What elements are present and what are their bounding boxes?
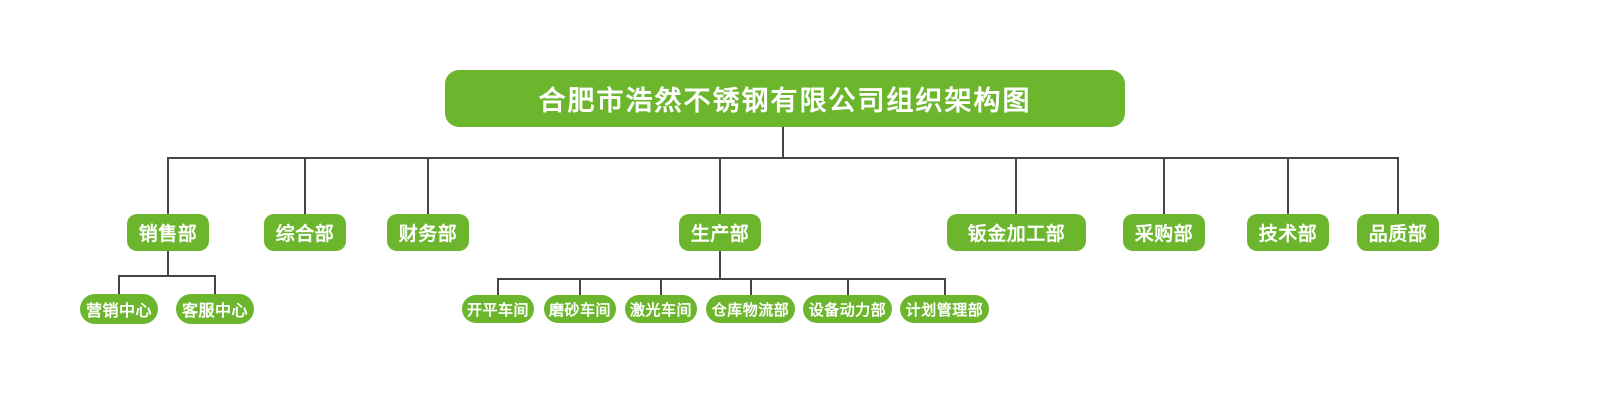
dept-label-purchasing: 采购部 <box>1134 224 1194 245</box>
dept-node-production[interactable]: 生产部 <box>679 214 761 251</box>
leaf-label-warehouse-logistics: 仓库物流部 <box>711 301 790 319</box>
connector-root-stub <box>782 127 784 158</box>
connector-main-bus <box>167 157 1399 159</box>
dept-label-production: 生产部 <box>690 224 750 245</box>
dept-node-sales[interactable]: 销售部 <box>127 214 209 251</box>
connector-drop-purchasing <box>1163 157 1165 215</box>
connector-drop-laser-workshop <box>660 278 662 296</box>
connector-drop-production <box>719 157 721 215</box>
leaf-node-laser-workshop[interactable]: 激光车间 <box>625 295 697 323</box>
connector-drop-sales <box>167 157 169 215</box>
org-root-label: 合肥市浩然不锈钢有限公司组织架构图 <box>538 86 1032 116</box>
leaf-node-warehouse-logistics[interactable]: 仓库物流部 <box>706 295 795 323</box>
connector-drop-general <box>304 157 306 215</box>
dept-label-technology: 技术部 <box>1258 224 1318 245</box>
dept-label-general: 综合部 <box>275 224 335 245</box>
connector-production-bus <box>497 278 945 280</box>
connector-drop-technology <box>1287 157 1289 215</box>
leaf-node-equipment-power[interactable]: 设备动力部 <box>803 295 892 323</box>
dept-label-sales: 销售部 <box>138 224 198 245</box>
dept-node-sheetmetal[interactable]: 钣金加工部 <box>947 214 1086 251</box>
connector-drop-sheetmetal <box>1015 157 1017 215</box>
dept-node-quality[interactable]: 品质部 <box>1357 214 1439 251</box>
dept-label-quality: 品质部 <box>1368 224 1428 245</box>
leaf-label-frosting-workshop: 磨砂车间 <box>548 301 611 319</box>
unit-node-marketing-center[interactable]: 营销中心 <box>80 294 158 324</box>
leaf-label-kaiping-workshop: 开平车间 <box>466 301 529 319</box>
connector-drop-marketing-center <box>118 275 120 296</box>
connector-production-stub <box>719 251 721 279</box>
connector-drop-warehouse-logistics <box>750 278 752 296</box>
dept-node-finance[interactable]: 财务部 <box>387 214 469 251</box>
connector-drop-frosting-workshop <box>579 278 581 296</box>
unit-node-service-center[interactable]: 客服中心 <box>176 294 254 324</box>
dept-label-finance: 财务部 <box>398 224 458 245</box>
unit-label-marketing-center: 营销中心 <box>85 303 152 320</box>
leaf-label-equipment-power: 设备动力部 <box>808 301 887 319</box>
connector-drop-kaiping-workshop <box>497 278 499 296</box>
leaf-node-frosting-workshop[interactable]: 磨砂车间 <box>544 295 616 323</box>
dept-node-technology[interactable]: 技术部 <box>1247 214 1329 251</box>
leaf-node-planning-management[interactable]: 计划管理部 <box>900 295 989 323</box>
leaf-label-laser-workshop: 激光车间 <box>629 301 692 319</box>
connector-drop-quality <box>1397 157 1399 215</box>
dept-node-general[interactable]: 综合部 <box>264 214 346 251</box>
connector-drop-finance <box>427 157 429 215</box>
connector-sales-stub <box>167 251 169 276</box>
leaf-label-planning-management: 计划管理部 <box>905 301 984 319</box>
connector-drop-equipment-power <box>847 278 849 296</box>
dept-node-purchasing[interactable]: 采购部 <box>1123 214 1205 251</box>
leaf-node-kaiping-workshop[interactable]: 开平车间 <box>462 295 534 323</box>
unit-label-service-center: 客服中心 <box>181 303 248 320</box>
connector-drop-planning-management <box>944 278 946 296</box>
connector-drop-service-center <box>214 275 216 296</box>
org-root-node[interactable]: 合肥市浩然不锈钢有限公司组织架构图 <box>445 70 1125 127</box>
connector-sales-bus <box>118 275 216 277</box>
dept-label-sheetmetal: 钣金加工部 <box>967 224 1066 245</box>
